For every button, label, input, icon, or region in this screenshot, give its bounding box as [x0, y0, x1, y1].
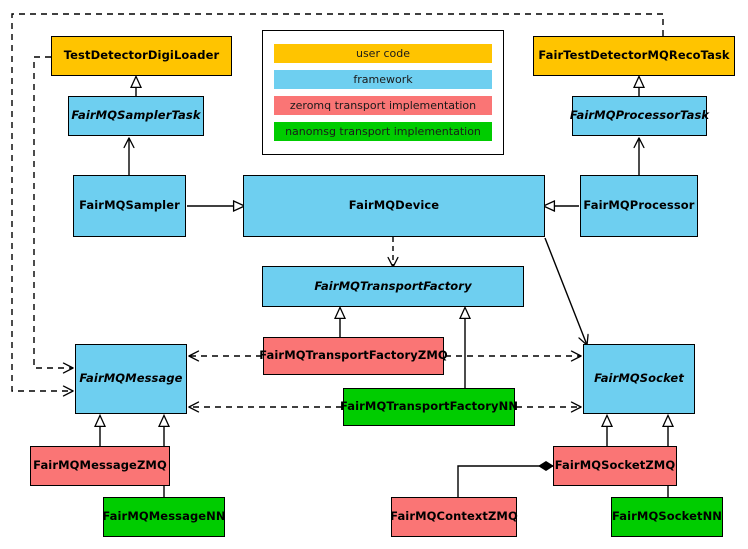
- class-node-label: FairMQMessageNN: [102, 509, 226, 524]
- class-node-label: FairMQSocket: [594, 371, 684, 386]
- class-node-fairmqtransportfactoryzmq[interactable]: FairMQTransportFactoryZMQ: [259, 337, 448, 375]
- class-node-fairmqprocessor[interactable]: FairMQProcessor: [580, 175, 698, 237]
- class-node-fairmqmessagezmq[interactable]: FairMQMessageZMQ: [30, 446, 170, 486]
- legend-panel: user code framework zeromq transport imp…: [262, 30, 504, 155]
- class-node-label: FairMQProcessorTask: [569, 108, 710, 123]
- legend-item-zeromq: zeromq transport implementation: [274, 96, 492, 116]
- legend-item-nanomsg: nanomsg transport implementation: [274, 122, 492, 142]
- class-node-label: FairMQMessageZMQ: [33, 458, 167, 473]
- class-node-fairmqsampler[interactable]: FairMQSampler: [73, 175, 186, 237]
- class-node-fairmqtransportfactorynn[interactable]: FairMQTransportFactoryNN: [339, 388, 519, 426]
- legend-item-label: zeromq transport implementation: [289, 99, 477, 113]
- class-node-label: FairMQSampler: [79, 198, 180, 213]
- class-node-label: FairMQProcessor: [583, 198, 695, 213]
- class-node-label: TestDetectorDigiLoader: [63, 48, 220, 63]
- edge-device-to-socket: [544, 237, 587, 345]
- class-node-fairmqprocessortask[interactable]: FairMQProcessorTask: [569, 96, 710, 136]
- legend-item-label: nanomsg transport implementation: [285, 125, 481, 139]
- class-node-testdetectordigiloader[interactable]: TestDetectorDigiLoader: [51, 36, 232, 76]
- class-node-fairmqmessagenn[interactable]: FairMQMessageNN: [102, 497, 226, 537]
- class-node-fairmqdevice[interactable]: FairMQDevice: [243, 175, 545, 237]
- class-node-label: FairMQSocketZMQ: [554, 458, 676, 473]
- class-node-fairmqsocket[interactable]: FairMQSocket: [583, 344, 695, 414]
- class-node-fairmqcontextzmq[interactable]: FairMQContextZMQ: [390, 497, 518, 537]
- class-node-label: FairMQSocketNN: [611, 509, 723, 524]
- legend-item-label: framework: [353, 72, 413, 86]
- class-node-label: FairTestDetectorMQRecoTask: [538, 48, 730, 63]
- class-node-label: FairMQSamplerTask: [71, 108, 201, 123]
- class-node-fairmqsocketnn[interactable]: FairMQSocketNN: [611, 497, 723, 537]
- class-node-label: FairMQTransportFactoryZMQ: [259, 348, 448, 363]
- class-node-label: FairMQMessage: [79, 371, 183, 386]
- class-node-label: FairMQContextZMQ: [390, 509, 518, 524]
- class-node-fairmqsamplertask[interactable]: FairMQSamplerTask: [68, 96, 204, 136]
- edge-contextzmq-to-socketzmq: [457, 461, 554, 497]
- class-node-label: FairMQDevice: [348, 198, 440, 213]
- legend-item-label: user code: [355, 46, 411, 60]
- class-node-fairmqmessage[interactable]: FairMQMessage: [75, 344, 187, 414]
- legend-item-user-code: user code: [274, 43, 492, 63]
- legend-item-framework: framework: [274, 69, 492, 89]
- class-node-fairmqtransportfactory[interactable]: FairMQTransportFactory: [262, 266, 524, 307]
- class-node-label: FairMQTransportFactoryNN: [339, 399, 519, 414]
- class-node-fairtestdetectormqrecotask[interactable]: FairTestDetectorMQRecoTask: [533, 36, 735, 76]
- class-node-fairmqsocketzmq[interactable]: FairMQSocketZMQ: [553, 446, 677, 486]
- class-node-label: FairMQTransportFactory: [314, 278, 472, 293]
